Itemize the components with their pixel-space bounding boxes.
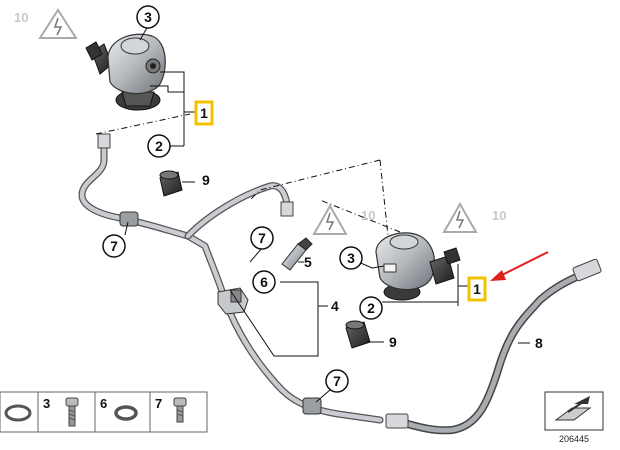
diagram-reference: 206445: [544, 391, 604, 444]
warning-ref-mid: 10: [361, 208, 375, 223]
label-5[interactable]: 5: [304, 254, 312, 270]
callout-1-top-highlighted[interactable]: 1: [194, 100, 214, 126]
warning-symbol-mid: 10: [312, 203, 375, 235]
svg-text:2: 2: [155, 138, 163, 154]
callout-7-bottom[interactable]: 7: [325, 369, 349, 393]
label-9-right[interactable]: 9: [389, 334, 397, 350]
svg-text:2: 2: [367, 300, 375, 316]
fuel-line-8: [385, 258, 602, 435]
high-pressure-pump-right: [375, 232, 461, 301]
svg-text:7: 7: [110, 238, 118, 254]
warning-ref-right: 10: [492, 208, 506, 223]
label-8[interactable]: 8: [535, 335, 543, 351]
washer-icon-6: [114, 405, 138, 421]
warning-symbol-right: 10: [442, 201, 506, 233]
legend-num-7: 7: [155, 396, 162, 411]
guide-lines: [95, 113, 401, 237]
warning-symbol-top: 10: [14, 8, 78, 39]
callout-3-right[interactable]: 3: [339, 246, 363, 270]
o-ring-icon: [4, 404, 32, 422]
svg-text:3: 3: [347, 250, 355, 266]
svg-text:3: 3: [144, 9, 152, 25]
tappet-right: [345, 320, 371, 349]
tappet-top: [159, 170, 183, 197]
diagram-id: 206445: [559, 434, 589, 444]
legend-num-6: 6: [100, 396, 107, 411]
hardware-legend: 3 6 7: [0, 391, 208, 433]
svg-text:1: 1: [200, 105, 208, 121]
callout-3-top[interactable]: 3: [136, 5, 160, 29]
screw-icon-7: [173, 397, 187, 423]
svg-text:1: 1: [473, 281, 481, 297]
red-arrow: [490, 251, 549, 281]
bracket-mid: [217, 287, 249, 315]
label-4[interactable]: 4: [331, 298, 339, 314]
callout-2-right[interactable]: 2: [359, 296, 383, 320]
callout-7-left[interactable]: 7: [102, 234, 126, 258]
callout-1-right-highlighted[interactable]: 1: [467, 276, 487, 302]
callout-7-mid[interactable]: 7: [250, 226, 274, 250]
arrow-pictogram-icon: [554, 396, 592, 421]
high-pressure-pump-top: [85, 33, 166, 111]
legend-num-3: 3: [43, 396, 50, 411]
svg-text:6: 6: [260, 274, 268, 290]
warning-ref-top: 10: [14, 10, 28, 25]
svg-text:7: 7: [333, 373, 341, 389]
pressure-sensor: [281, 237, 313, 271]
fuel-line-left: [78, 133, 384, 424]
callout-2-top[interactable]: 2: [147, 134, 171, 158]
screw-icon-3: [65, 397, 79, 427]
label-9-top[interactable]: 9: [202, 172, 210, 188]
svg-text:7: 7: [258, 230, 266, 246]
callout-6[interactable]: 6: [252, 270, 276, 294]
clamp-holder-left: [119, 211, 139, 227]
